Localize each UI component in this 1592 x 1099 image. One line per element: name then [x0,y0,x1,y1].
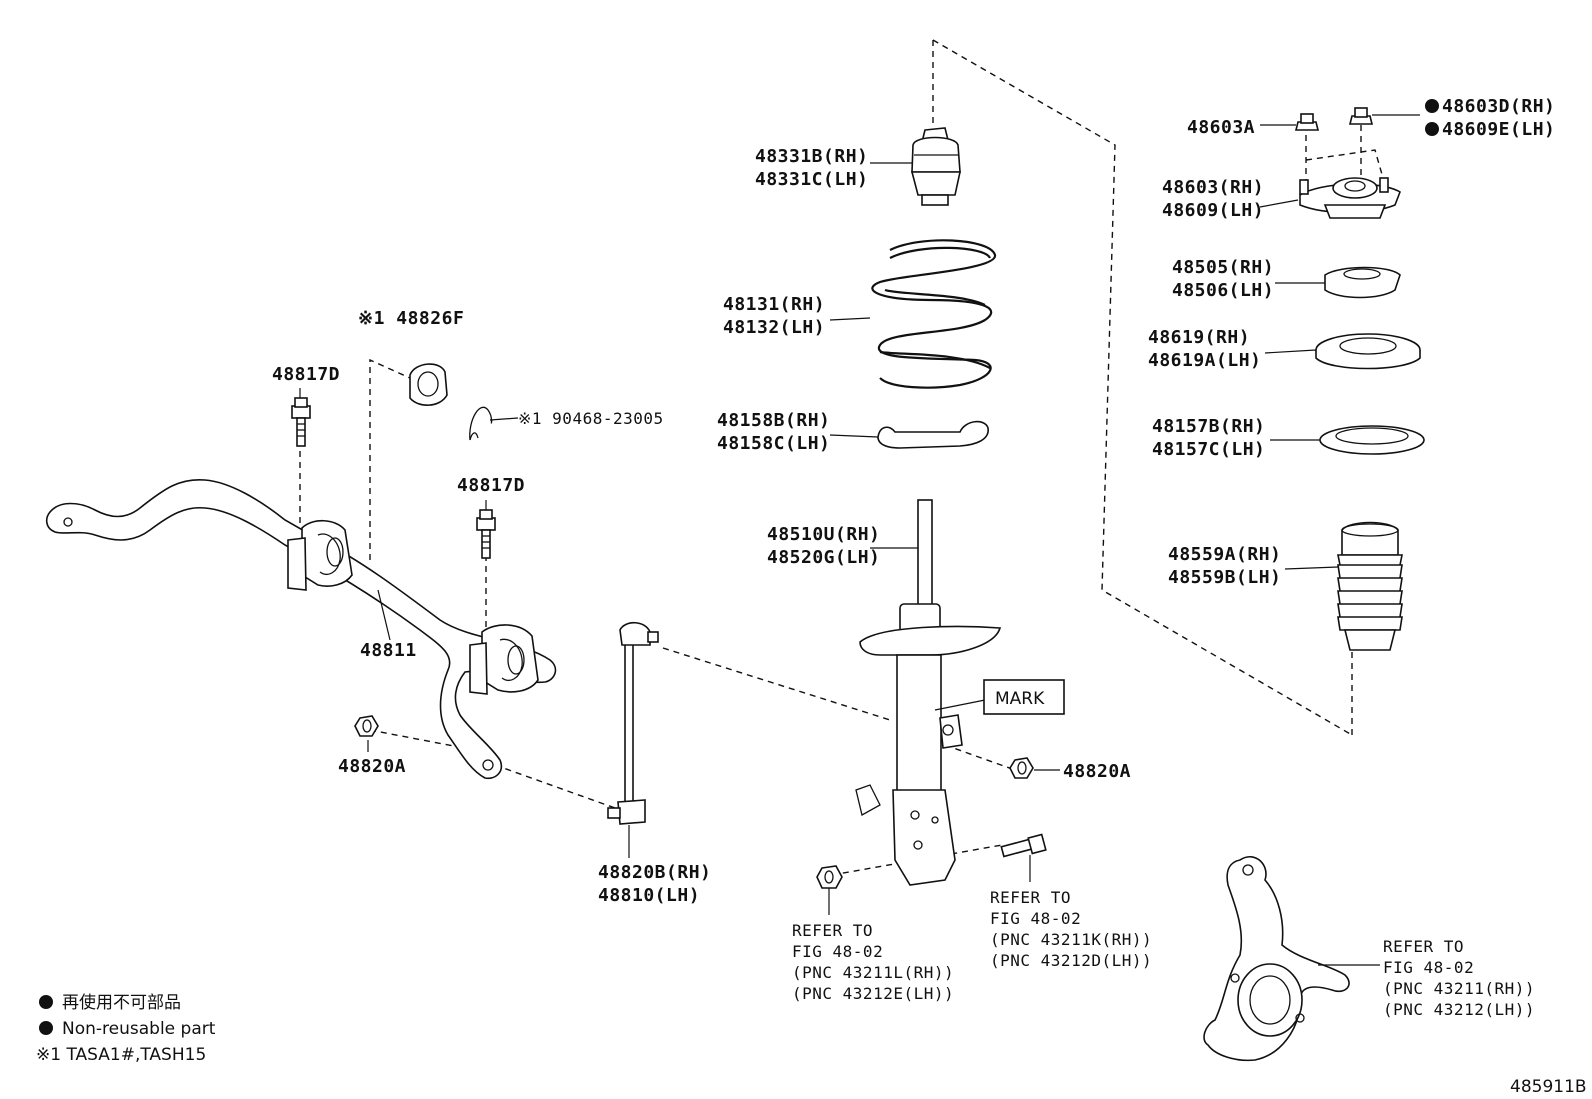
bump-stop [910,127,961,206]
clip-90468 [469,406,493,441]
label-48603a: 48603A [1187,117,1255,138]
label-48158-rh: 48158B(RH) [717,410,830,431]
stabilizer-link [607,621,659,825]
dust-boot [1337,521,1403,651]
ref-nut-line2: FIG 48-02 [792,942,883,961]
nut-48820a-right [1009,757,1034,779]
label-48158-lh: 48158C(LH) [717,433,830,454]
label-48820b-rh: 48820B(RH) [598,862,711,883]
bolt-48817d-left [291,397,311,447]
ref-knuckle-line3: (PNC 43211(RH)) [1383,979,1535,998]
label-48826f: ※1 48826F [358,308,464,329]
legend: 再使用不可部品 Non-reusable part ※1 TASA1#,TASH… [36,992,216,1065]
legend-line-jp: 再使用不可部品 [62,992,181,1013]
mark-callout: MARK [983,679,1065,715]
nut-48603a [1294,113,1320,131]
ref-nut-line1: REFER TO [792,921,873,940]
ref-bolt-line4: (PNC 43212D(LH)) [990,951,1152,970]
non-reusable-marker-icon [39,995,53,1009]
lower-spring-insulator [877,420,989,449]
ref-bolt-line3: (PNC 43211K(RH)) [990,930,1152,949]
label-48510-rh: 48510U(RH) [767,524,880,545]
label-48157-lh: 48157C(LH) [1152,439,1265,460]
coil-spring [871,239,997,389]
label-48131-rh: 48131(RH) [723,294,825,315]
bar-bushing-bracket-right [469,624,539,695]
bolt-refer-fig [1000,833,1047,858]
ref-knuckle-line4: (PNC 43212(LH)) [1383,1000,1535,1019]
label-48810-lh: 48810(LH) [598,885,700,906]
ref-nut-line4: (PNC 43212E(LH)) [792,984,954,1003]
label-48506-lh: 48506(LH) [1172,280,1274,301]
label-48820a-right: 48820A [1063,761,1131,782]
label-48559-lh: 48559B(LH) [1168,567,1281,588]
upper-spring-seat [1315,333,1421,370]
suspension-bearing [1324,266,1401,299]
ref-knuckle-line1: REFER TO [1383,937,1464,956]
steering-knuckle [1203,856,1350,1062]
ref-nut-line3: (PNC 43211L(RH)) [792,963,954,982]
legend-line-footnote: ※1 TASA1#,TASH15 [36,1045,206,1065]
upper-support [1299,177,1401,219]
label-48132-lh: 48132(LH) [723,317,825,338]
label-48331-lh: 48331C(LH) [755,169,868,190]
shock-absorber [855,499,1002,886]
legend-line-en: Non-reusable part [62,1019,216,1039]
nut-48603d [1348,107,1374,125]
figure-id: 485911B [1510,1077,1587,1097]
ref-bolt-line2: FIG 48-02 [990,909,1081,928]
label-48820a-left: 48820A [338,756,406,777]
non-reusable-marker-icon [1425,122,1439,136]
label-48505-rh: 48505(RH) [1172,257,1274,278]
upper-spring-insulator [1319,425,1425,455]
assembly-dashed-lines [299,39,1386,876]
label-48811: 48811 [360,640,417,661]
bushing-48826f [409,363,448,406]
label-48520-lh: 48520G(LH) [767,547,880,568]
non-reusable-marker-icon [1425,99,1439,113]
label-90468: ※1 90468-23005 [518,409,664,428]
label-48603d-rh: 48603D(RH) [1442,96,1555,117]
bar-bushing-bracket-left [287,519,353,591]
bolt-48817d-mid [476,509,496,559]
label-48559-rh: 48559A(RH) [1168,544,1281,565]
label-48609e-lh: 48609E(LH) [1442,119,1555,140]
label-48603-rh: 48603(RH) [1162,177,1264,198]
label-48817d-left: 48817D [272,364,340,385]
label-48609-lh: 48609(LH) [1162,200,1264,221]
label-48619a-lh: 48619A(LH) [1148,350,1261,371]
ref-bolt-line1: REFER TO [990,888,1071,907]
nut-refer-fig [816,865,843,889]
leader-lines [299,114,1420,966]
nut-48820a-left [354,715,379,737]
label-48331-rh: 48331B(RH) [755,146,868,167]
ref-knuckle-line2: FIG 48-02 [1383,958,1474,977]
non-reusable-marker-icon [39,1021,53,1035]
label-48619-rh: 48619(RH) [1148,327,1250,348]
label-48817d-mid: 48817D [457,475,525,496]
part-labels: 48331B(RH) 48331C(LH) 48131(RH) 48132(LH… [272,96,1555,1019]
label-48157-rh: 48157B(RH) [1152,416,1265,437]
mark-label: MARK [995,689,1045,709]
